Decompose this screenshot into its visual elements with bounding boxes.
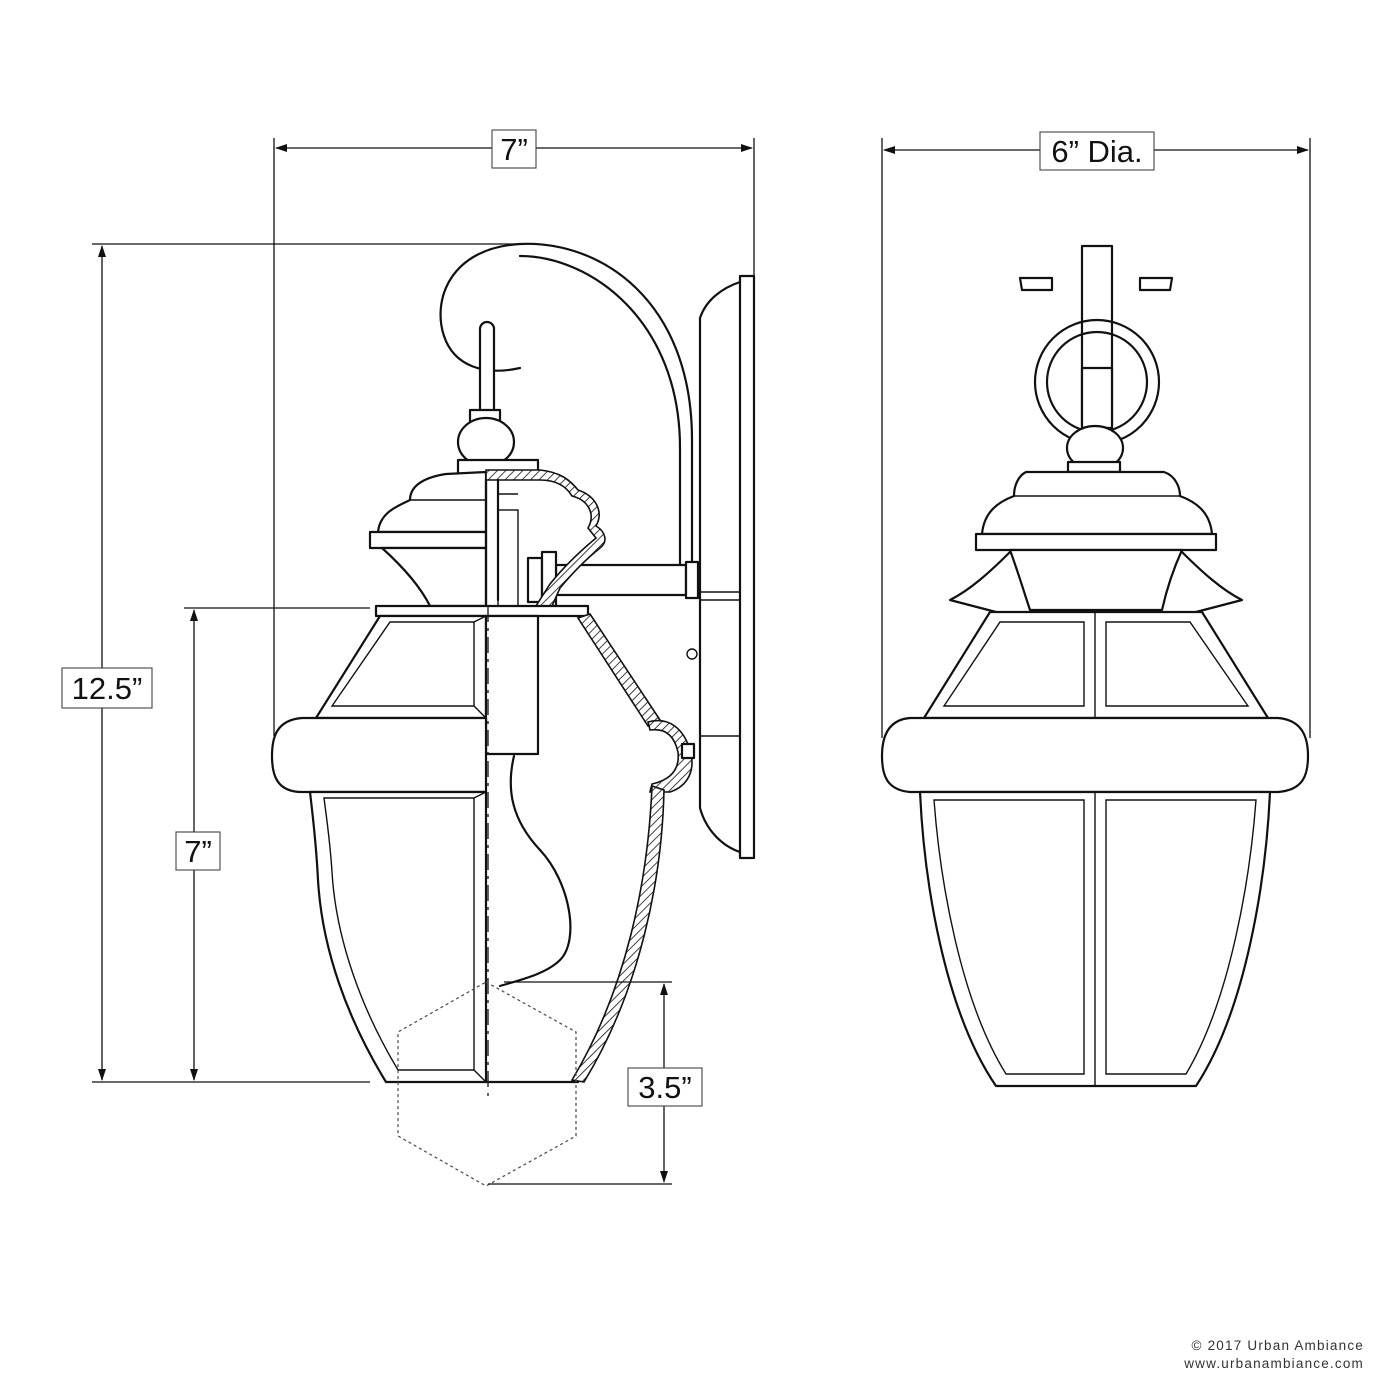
dimension-label-overall-height: 12.5” (61, 667, 153, 709)
lower-glass-section (484, 784, 665, 1084)
dimension-label-extension: 3.5” (627, 1067, 703, 1107)
side-view (270, 242, 756, 1187)
svg-text:3.5”: 3.5” (638, 1070, 691, 1105)
wall-mount-plate (686, 274, 756, 860)
bulb-outline (498, 754, 572, 988)
website-text: www.urbanambiance.com (1184, 1356, 1364, 1371)
finial (456, 408, 540, 476)
center-band-section (647, 719, 696, 793)
front-finial (1065, 424, 1125, 474)
front-cap (974, 276, 1218, 612)
copyright-text: © 2017 Urban Ambiance (1191, 1338, 1364, 1353)
front-upper-glass (922, 610, 1270, 720)
dimension-label-top-width: 7” (491, 129, 537, 169)
upper-glass-section (484, 613, 662, 756)
dimension-label-diameter: 6” Dia. (1039, 131, 1155, 171)
front-view (880, 244, 1310, 1088)
gallery-ring (374, 604, 590, 618)
dimension-label-body-height: 7” (175, 831, 221, 871)
center-band (270, 716, 488, 794)
svg-text:7”: 7” (500, 132, 528, 167)
cap-exterior (368, 470, 488, 608)
upper-glass-exterior (314, 614, 488, 720)
svg-text:12.5”: 12.5” (72, 671, 143, 706)
front-lower-glass (918, 790, 1272, 1088)
lower-glass-exterior (308, 790, 488, 1084)
svg-text:7”: 7” (184, 834, 212, 869)
front-side-brackets (948, 550, 1244, 614)
front-center-band (880, 716, 1310, 794)
bulb-extension-hexagon (397, 981, 577, 1187)
svg-text:6” Dia.: 6” Dia. (1051, 134, 1142, 169)
